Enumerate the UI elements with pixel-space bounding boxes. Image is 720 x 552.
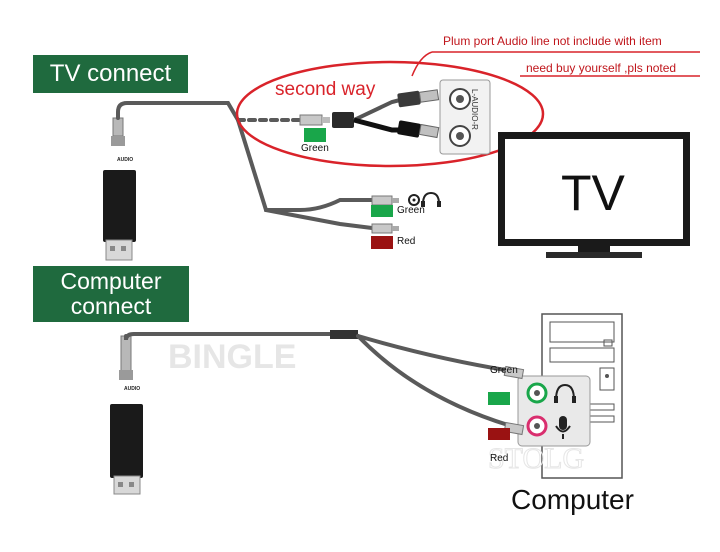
- audio-port-panel: [439, 79, 491, 155]
- usb-audio-label-bottom: AUDIO: [124, 386, 141, 392]
- usb-dongle-top: [103, 117, 136, 261]
- rca-adapter-cable: [299, 89, 440, 139]
- tv-label: TV: [561, 165, 625, 221]
- watermark-seal: STOLG: [488, 442, 584, 475]
- note-connector: [411, 51, 433, 77]
- tv-mic-red-tag: [371, 236, 393, 249]
- second-way-highlight: [235, 60, 545, 168]
- headphone-icon: [555, 383, 575, 401]
- pc-audio-panel: [503, 365, 591, 447]
- computer-connect-label: Computer connect: [33, 266, 189, 322]
- watermark-brand: BINGLE: [168, 338, 296, 376]
- usb-dongle-bottom: [110, 335, 143, 495]
- note-line-2: need buy yourself ,pls noted: [526, 61, 677, 75]
- pc-green-label: Green: [490, 365, 518, 376]
- tv-cable: [116, 101, 374, 230]
- computer-connect-line1: Computer: [60, 268, 162, 294]
- pc-red-tag: [488, 428, 510, 440]
- audio-port-label: L-AUDIO-R: [470, 89, 479, 130]
- computer-connect-line2: connect: [70, 293, 152, 319]
- pc-green-tag: [488, 392, 510, 405]
- pc-cable: [124, 330, 520, 430]
- computer-label: Computer: [511, 484, 634, 515]
- usb-audio-label-top: AUDIO: [117, 157, 134, 163]
- tv-connect-label: TV connect: [33, 55, 188, 93]
- note-line-1: Plum port Audio line not include with it…: [443, 34, 662, 48]
- microphone-icon: [559, 416, 567, 430]
- tv-headphone-green-label: Green: [397, 205, 425, 216]
- tv-headphone-green-tag: [371, 205, 393, 217]
- second-way-label: second way: [275, 79, 376, 100]
- tv-rca-green-label: Green: [301, 143, 329, 154]
- tv-rca-green-tag: [304, 128, 326, 142]
- tv-icon: [498, 132, 690, 258]
- tv-mic-red-label: Red: [397, 236, 416, 247]
- headphone-jack-tv: [371, 191, 441, 207]
- mic-jack-tv: [371, 223, 399, 234]
- pc-red-label: Red: [490, 453, 509, 464]
